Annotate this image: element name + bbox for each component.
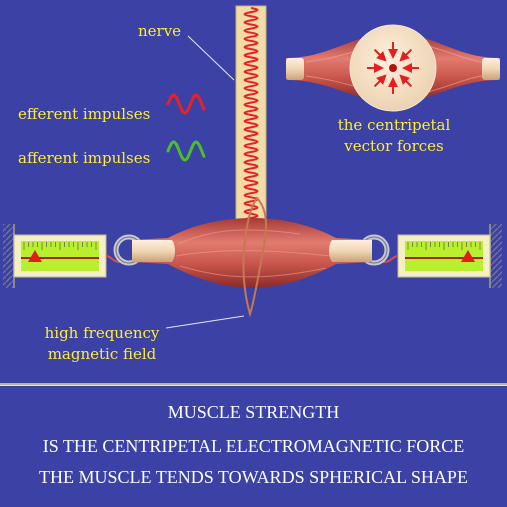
centripetal-label-line2: vector forces xyxy=(344,137,444,155)
centripetal-arrow-icon xyxy=(373,74,387,88)
caption: MUSCLE STRENGTH IS THE CENTRIPETAL ELECT… xyxy=(0,386,507,507)
center-dot xyxy=(389,64,397,72)
nerve xyxy=(235,5,267,239)
centripetal-arrow-icon xyxy=(399,48,413,62)
centripetal-label-line1: the centripetal xyxy=(337,116,451,134)
caption-title: MUSCLE STRENGTH xyxy=(167,402,340,422)
efferent-wave-icon xyxy=(166,93,206,115)
left-gauge-marker-icon xyxy=(28,250,42,262)
centripetal-arrows xyxy=(367,42,419,94)
caption-line3: THE MUSCLE TENDS TOWARDS SPHERICAL SHAPE xyxy=(39,467,468,487)
field-pointer xyxy=(165,315,245,329)
field-label-line1: high frequency xyxy=(44,324,160,342)
left-strain-gauge xyxy=(3,224,128,288)
magnetic-field-loop xyxy=(242,196,267,318)
centripetal-arrow-icon xyxy=(399,74,413,88)
right-gauge-marker-icon xyxy=(461,250,475,262)
afferent-label: afferent impulses xyxy=(18,149,151,167)
right-strain-gauge xyxy=(376,224,502,288)
afferent-wave-icon xyxy=(166,140,206,162)
muscle xyxy=(132,218,372,288)
efferent-label: efferent impulses xyxy=(18,105,151,123)
centripetal-arrow-icon xyxy=(373,48,387,62)
field-label-line2: magnetic field xyxy=(47,345,157,363)
spherical-muscle xyxy=(286,24,500,112)
caption-line2: IS THE CENTRIPETAL ELECTROMAGNETIC FORCE xyxy=(42,436,465,456)
nerve-label: nerve xyxy=(138,22,182,40)
nerve-pointer xyxy=(187,35,235,81)
